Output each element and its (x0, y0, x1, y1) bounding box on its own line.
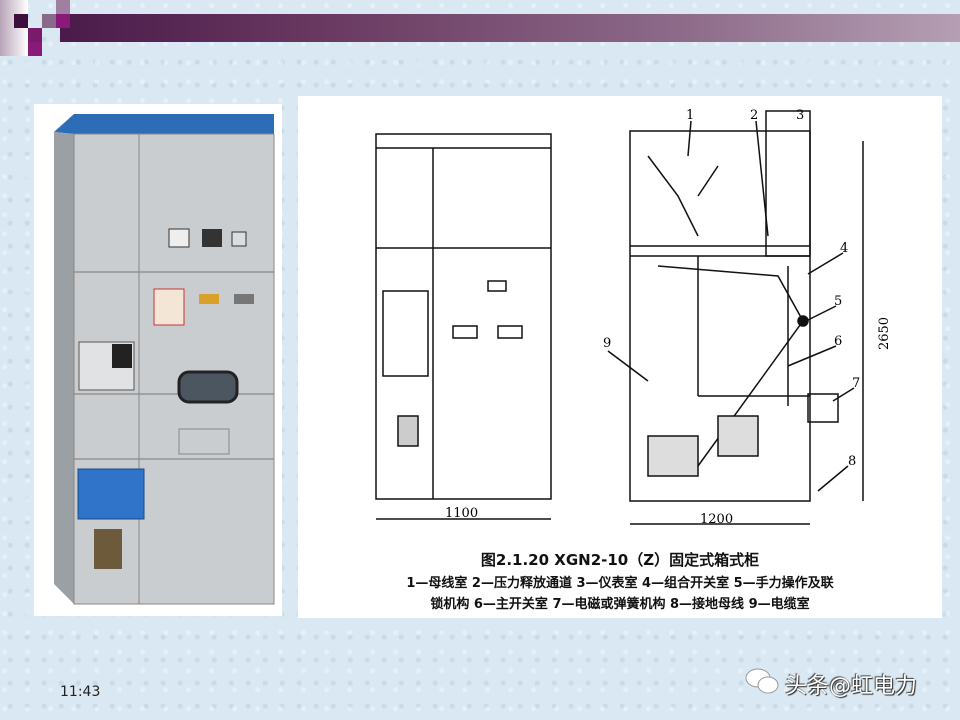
diagram-legend-line2: 锁机构 6—主开关室 7—电磁或弹簧机构 8—接地母线 9—电缆室 (430, 597, 810, 612)
part-label: 6 (834, 334, 843, 349)
part-label: 5 (834, 294, 843, 309)
dimension-height: 2650 (877, 316, 893, 351)
switchgear-photo (34, 104, 282, 616)
decor-square (56, 0, 70, 14)
part-label: 2 (750, 108, 759, 123)
part-labels: 1 2 3 4 5 6 7 8 9 1100 1200 2650 (298, 96, 942, 618)
slide-time: 11:43 (60, 684, 101, 700)
part-label: 4 (840, 241, 849, 256)
dimension-width-right: 1200 (700, 512, 734, 527)
watermark: 头条@虹电力 (785, 674, 918, 699)
dimension-width-left: 1100 (445, 506, 479, 521)
part-label: 7 (852, 376, 861, 391)
diagram-caption-title: 图2.1.20 XGN2-10（Z）固定式箱式柜 (480, 551, 760, 569)
decor-square (0, 0, 28, 56)
part-label: 3 (796, 108, 805, 123)
cabinet-diagram: 1 2 3 4 5 6 7 8 9 1100 1200 2650 图2.1.20… (298, 96, 942, 618)
decor-square (28, 28, 42, 42)
part-label: 8 (848, 454, 857, 469)
decor-square (42, 14, 56, 28)
decor-square (56, 14, 70, 28)
decor-square (28, 42, 42, 56)
decor-square (14, 14, 28, 28)
wechat-icon (745, 668, 779, 694)
part-label: 1 (686, 108, 695, 123)
part-label: 9 (603, 336, 612, 351)
diagram-legend-line1: 1—母线室 2—压力释放通道 3—仪表室 4—组合开关室 5—手力操作及联 (406, 576, 834, 591)
title-bar (60, 14, 960, 42)
